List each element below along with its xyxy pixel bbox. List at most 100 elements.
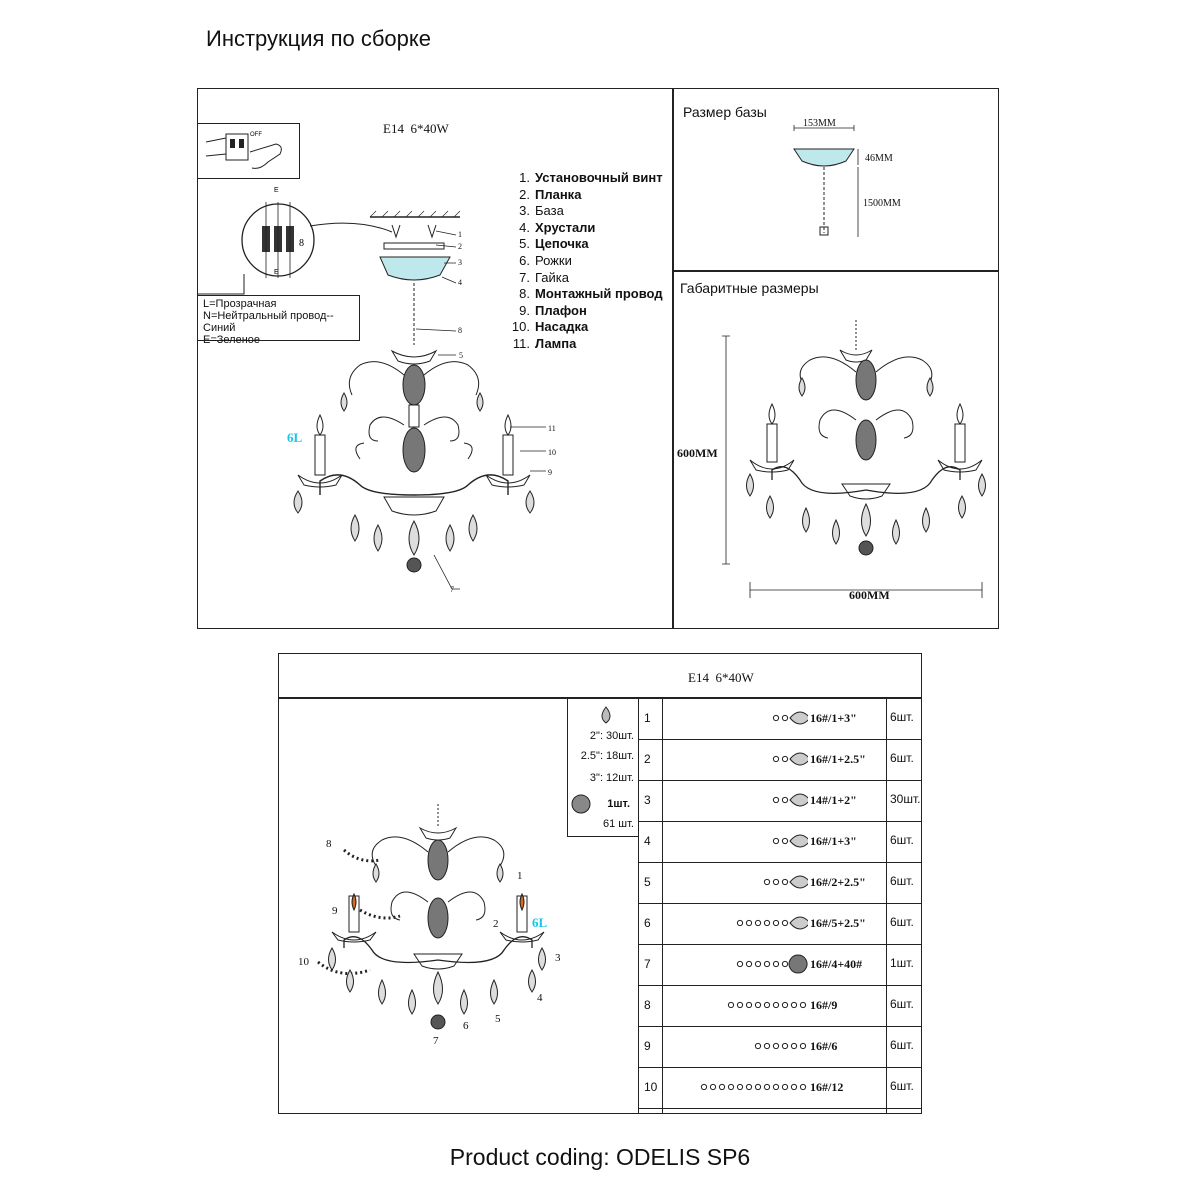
part-1: 1.Установочный винт — [519, 170, 663, 185]
svg-text:OFF: OFF — [250, 132, 262, 138]
row-code: 16#/6 — [810, 1039, 838, 1053]
row-number: 7 — [644, 957, 651, 971]
callout-5: 5 — [459, 351, 463, 360]
count-2-5in: 2.5": 18шт. — [580, 750, 634, 762]
callout-2: 2 — [458, 242, 462, 251]
page-title: Инструкция по сборке — [206, 26, 432, 51]
callout-3: 3 — [458, 258, 462, 267]
bead — [772, 960, 780, 968]
product-coding: Product coding: ODELIS SP6 — [449, 1144, 751, 1170]
bead — [754, 1042, 762, 1050]
row-code: 16#/5+2.5" — [810, 916, 866, 930]
row-quantity: 6шт. — [890, 833, 914, 847]
bead — [763, 878, 771, 886]
table-left-line — [638, 697, 640, 1114]
callout-4: 4 — [458, 278, 462, 287]
overall-size-drawing — [722, 320, 986, 598]
assembly-callout-10: 10 — [298, 956, 309, 968]
crystal-strand-icon — [727, 1001, 807, 1009]
bead — [799, 1083, 807, 1091]
bead — [745, 960, 753, 968]
crystal-strand-icon — [772, 793, 808, 807]
part-10: 10.Насадка — [511, 319, 589, 335]
top-vertical-divider — [672, 88, 674, 629]
bead — [772, 796, 780, 804]
row-number: 3 — [644, 793, 651, 807]
chandelier-assembly-drawing — [317, 804, 546, 1030]
bottom-header-divider — [278, 697, 922, 699]
chain-length-label: 1500MM — [863, 198, 901, 209]
switch-hand-icon: OFF — [205, 132, 282, 169]
assembly-callout-6: 6 — [463, 1020, 469, 1032]
bead — [781, 919, 789, 927]
part-2: 2.Планка — [519, 186, 582, 202]
legend-line-e: E=Зеленое — [203, 334, 261, 346]
table-num-line — [662, 697, 664, 1114]
crystal-strand-icon — [772, 752, 808, 766]
bead — [772, 1083, 780, 1091]
bead — [700, 1083, 708, 1091]
bead — [772, 755, 780, 763]
row-number: 4 — [644, 834, 651, 848]
bead — [754, 1001, 762, 1009]
part-8: 8.Монтажный провод — [519, 286, 663, 302]
row-code: 16#/1+2.5" — [810, 752, 866, 766]
row-quantity: 6шт. — [890, 997, 914, 1011]
bead — [754, 919, 762, 927]
row-code: 14#/1+2" — [810, 793, 857, 807]
bead — [709, 1083, 717, 1091]
assembly-callout-5: 5 — [495, 1013, 501, 1025]
row-code: 16#/9 — [810, 998, 838, 1012]
top-right-divider — [672, 270, 999, 272]
table-qty-line — [886, 697, 888, 1114]
bead — [763, 1001, 771, 1009]
bead — [772, 1042, 780, 1050]
callouts-upper: 1 2 3 4 — [458, 229, 462, 289]
overall-height-label: 600MM — [677, 446, 718, 460]
wiring-zoom-diagram: E E 8 — [198, 187, 393, 295]
crystal-drop — [789, 793, 808, 807]
row-quantity: 6шт. — [890, 1079, 914, 1093]
row-quantity: 6шт. — [890, 915, 914, 929]
bead — [772, 919, 780, 927]
crystal-counts-box: 2": 30шт. 2.5": 18шт. 3": 12шт. 1шт. 61 … — [567, 697, 638, 837]
row-number: 8 — [644, 998, 651, 1012]
svg-text:E: E — [274, 187, 279, 194]
crystal-strand-icon — [763, 875, 808, 889]
crystal-drop — [789, 752, 808, 766]
bead — [790, 1042, 798, 1050]
assembly-callout-9: 9 — [332, 905, 338, 917]
part-4: 4.Хрустали — [519, 219, 596, 235]
part-5: 5.Цепочка — [519, 236, 589, 252]
bead — [781, 960, 789, 968]
row-code: 16#/12 — [810, 1080, 844, 1094]
bead — [736, 1001, 744, 1009]
bottom-spec-label: E14 6*40W — [688, 670, 754, 685]
assembly-callout-8: 8 — [326, 838, 332, 850]
crystal-strand-icon — [772, 834, 808, 848]
bead — [763, 1042, 771, 1050]
table-row: 8 16#/9 6шт. — [638, 985, 921, 1027]
part-9: 9.Плафон — [519, 302, 587, 318]
bead — [763, 919, 771, 927]
bead — [745, 1083, 753, 1091]
row-quantity: 6шт. — [890, 1038, 914, 1052]
assembly-callout-1: 1 — [517, 870, 523, 882]
top-spec-label: E14 6*40W — [383, 121, 449, 136]
count-beads: 61 шт. — [603, 818, 634, 830]
bead — [772, 1001, 780, 1009]
callout-7: 7 — [450, 585, 454, 594]
crystal-drop — [789, 834, 808, 848]
base-width-label: 153MM — [803, 118, 836, 129]
count-3in: 3": 12шт. — [589, 772, 634, 784]
row-code: 16#/2+2.5" — [810, 875, 866, 889]
crystal-drop — [789, 875, 808, 889]
bead — [745, 919, 753, 927]
row-code: 16#/1+3" — [810, 711, 857, 725]
bead — [781, 1042, 789, 1050]
row-quantity: 6шт. — [890, 874, 914, 888]
bead — [799, 1042, 807, 1050]
part-7: 7.Гайка — [519, 269, 570, 285]
